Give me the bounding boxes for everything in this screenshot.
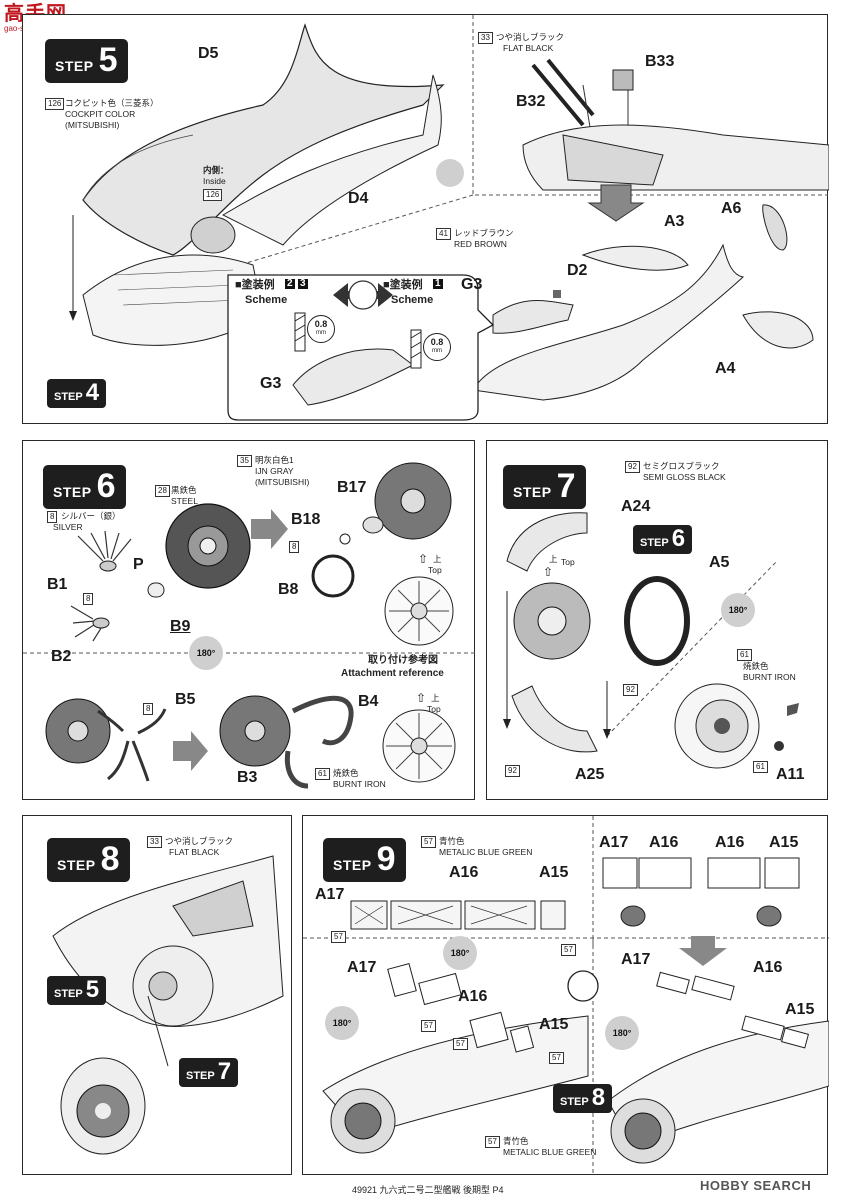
marker-8-a: 8 (83, 593, 94, 605)
step8-badge: STEP 8 (47, 838, 130, 882)
rotate-180-icon: 180° (189, 636, 223, 670)
step5-badge: STEP 5 (45, 39, 128, 83)
step7-illustration (503, 512, 799, 769)
color-en-cockpit-2: (MITSUBISHI) (65, 120, 120, 130)
marker-57-c: 57 (421, 1020, 436, 1032)
step5-panel: STEP 5 D5 D4 B32 B33 A3 A6 A4 D2 G3 126 … (22, 14, 829, 424)
up-arrow-icon: ⇧ (543, 565, 554, 579)
step5-mini-badge: STEP 5 (47, 976, 107, 1005)
marker-57-b: 57 (561, 944, 576, 956)
part-b3: B3 (237, 769, 258, 786)
page-footer: 49921 九六式二号二型艦戦 後期型 P4 (352, 1185, 504, 1195)
part-d5: D5 (198, 45, 219, 62)
part-a11: A11 (776, 766, 805, 783)
part-a16-lower-r: A16 (753, 959, 783, 976)
step9-panel: STEP 9 57 青竹色 METALIC BLUE GREEN 57 青竹色 … (302, 815, 829, 1176)
up-arrow-icon: ⇧ (418, 552, 429, 566)
rotate-180-icon: 180° (443, 936, 477, 970)
part-a16-top-2: A16 (715, 834, 745, 851)
part-a17-lower-r: A17 (621, 951, 651, 968)
part-g3: G3 (461, 276, 483, 293)
marker-57-d: 57 (453, 1038, 468, 1050)
part-b5: B5 (175, 691, 196, 708)
color-en-cockpit: COCKPIT COLOR (65, 109, 136, 119)
part-b4: B4 (358, 693, 379, 710)
rotate-180-icon: 180° (721, 593, 755, 627)
marker-8-b: 8 (289, 541, 300, 553)
part-b9: B9 (170, 618, 191, 635)
step7-panel: STEP 7 92 セミグロスブラック SEMI GLOSS BLACK A24… (486, 440, 828, 800)
part-a16-top: A16 (649, 834, 679, 851)
part-a5: A5 (709, 554, 730, 571)
step5-illustration (69, 15, 829, 421)
part-a15-lower: A15 (539, 1016, 569, 1033)
step8-mini-badge: STEP 8 (553, 1084, 613, 1113)
part-a15-strip: A15 (539, 864, 569, 881)
watermark: HOBBY SEARCH (700, 1178, 812, 1193)
part-b32: B32 (516, 93, 546, 110)
part-a16-strip: A16 (449, 864, 479, 881)
step4-mini-badge: STEP 4 (47, 379, 107, 408)
part-a6: A6 (721, 200, 742, 217)
part-b8: B8 (278, 581, 299, 598)
part-p: P (133, 556, 144, 573)
step6-illustration (23, 462, 476, 789)
part-b1: B1 (47, 576, 68, 593)
step9-illustration (303, 816, 829, 1176)
part-b33: B33 (645, 53, 675, 70)
part-g3-scheme: G3 (260, 375, 282, 392)
part-a24: A24 (621, 498, 651, 515)
part-d4: D4 (348, 190, 369, 207)
step9-badge: STEP 9 (323, 838, 406, 882)
marker-57-a: 57 (331, 931, 346, 943)
step7-mini-badge: STEP 7 (179, 1058, 239, 1087)
step6-panel: STEP 6 B1 B2 P B9 B18 B17 B8 B5 B4 B3 8 … (22, 440, 476, 800)
step8-panel: STEP 8 33 つや消しブラック FLAT BLACK STEP 5 STE… (22, 815, 292, 1175)
part-b2: B2 (51, 648, 72, 665)
rotate-180-icon-3: 180° (605, 1016, 639, 1050)
part-a15-lower-r: A15 (785, 1001, 815, 1018)
part-a25: A25 (575, 766, 605, 783)
part-b17: B17 (337, 479, 367, 496)
part-d2: D2 (567, 262, 588, 279)
color-num-126: 126 (45, 98, 65, 110)
part-a3: A3 (664, 213, 685, 230)
marker-61: 61 (753, 761, 768, 773)
step6-badge: STEP 6 (43, 465, 126, 509)
marker-57-e: 57 (549, 1052, 564, 1064)
part-a17-lower: A17 (347, 959, 377, 976)
part-a15-top: A15 (769, 834, 799, 851)
part-a17-top: A17 (599, 834, 629, 851)
marker-8-c: 8 (143, 703, 154, 715)
step7-badge: STEP 7 (503, 465, 586, 509)
marker-92-b: 92 (505, 765, 520, 777)
part-a17-strip: A17 (315, 886, 345, 903)
marker-92-a: 92 (623, 684, 638, 696)
part-a4: A4 (715, 360, 736, 377)
color-jp-cockpit: コクピット色（三菱系） (65, 98, 159, 108)
rotate-180-icon-2: 180° (325, 1006, 359, 1040)
step6-mini-badge: STEP 6 (633, 525, 693, 554)
part-b18: B18 (291, 511, 321, 528)
up-arrow-icon: ⇧ (416, 691, 427, 705)
part-a16-lower: A16 (458, 988, 488, 1005)
